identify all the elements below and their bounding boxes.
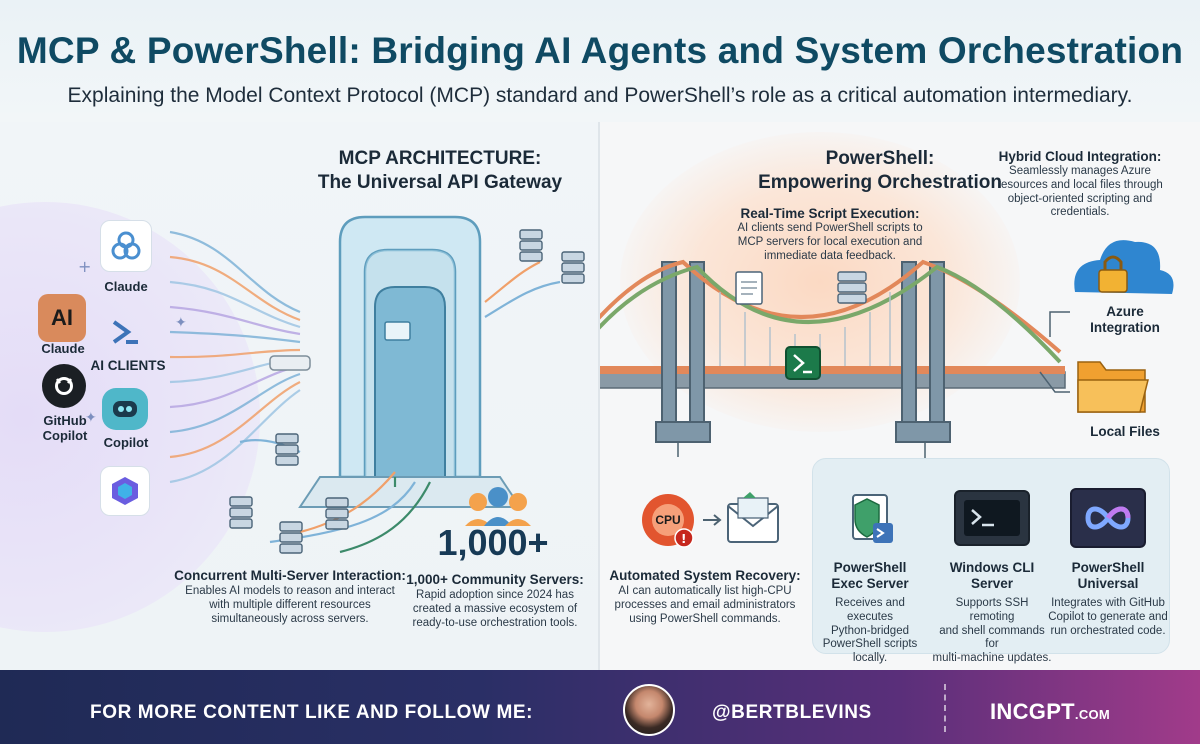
copilot-label: Copilot bbox=[103, 435, 149, 450]
brand-suffix: .COM bbox=[1074, 707, 1111, 722]
windows-cli-server-title: Windows CLI Server bbox=[935, 560, 1049, 591]
local-files-label: Local Files bbox=[1090, 424, 1160, 439]
powershell-section-title: PowerShell: Empowering Orchestration bbox=[750, 147, 1010, 195]
realtime-title: Real-Time Script Execution: bbox=[740, 206, 920, 221]
win-cli-text2: and shell commands for bbox=[939, 624, 1045, 651]
recovery-text: AI can automatically list high-CPU proce… bbox=[600, 585, 810, 626]
concurrent-text: Enables AI models to reason and interact… bbox=[170, 585, 410, 626]
github-icon bbox=[42, 364, 86, 408]
recovery-title: Automated System Recovery: bbox=[609, 568, 801, 583]
realtime-line2: MCP servers for local execution and bbox=[737, 235, 923, 248]
brand-name: INCGPT bbox=[990, 699, 1075, 724]
azure-integration-label: Azure Integration bbox=[1065, 304, 1185, 335]
ai-clients-label: AI CLIENTS bbox=[90, 358, 166, 373]
recovery-line3: using PowerShell commands. bbox=[629, 612, 781, 625]
ps-exec-text4: locally. bbox=[852, 652, 888, 665]
infinity-window-icon bbox=[1070, 488, 1146, 548]
svg-text:✦: ✦ bbox=[85, 410, 97, 426]
mcp-gateway-illustration: + ✦ ✦ bbox=[78, 215, 585, 554]
hybrid-line1: Seamlessly manages Azure bbox=[1009, 165, 1151, 177]
ps-exec-text2: Python-bridged bbox=[831, 624, 909, 637]
footer-banner bbox=[0, 670, 1200, 744]
win-cli-text1: Supports SSH remoting bbox=[955, 597, 1029, 623]
github-label-line2: Copilot bbox=[42, 427, 88, 443]
win-cli-text3: multi-machine updates. bbox=[932, 652, 1052, 665]
ps-exec-server-title: PowerShell Exec Server bbox=[815, 560, 925, 591]
ps-universal-text1: Integrates with GitHub bbox=[1051, 597, 1165, 609]
mcp-title-line2: The Universal API Gateway bbox=[317, 171, 563, 193]
community-text: Rapid adoption since 2024 has created a … bbox=[405, 589, 585, 630]
ps-universal-line1: PowerShell bbox=[1071, 560, 1145, 575]
hybrid-line4: credentials. bbox=[1050, 206, 1110, 219]
github-label-line1: GitHub bbox=[43, 413, 87, 428]
realtime-line1: AI clients send PowerShell scripts to bbox=[737, 222, 923, 234]
concurrent-line1: Enables AI models to reason and interact bbox=[185, 585, 395, 597]
ps-exec-text3: PowerShell scripts bbox=[822, 638, 918, 651]
hybrid-text: Seamlessly manages Azure resources and l… bbox=[975, 165, 1185, 220]
ps-universal-line2: Universal bbox=[1077, 575, 1139, 591]
follow-cta: FOR MORE CONTENT LIKE AND FOLLOW ME: bbox=[90, 702, 534, 723]
ps-exec-line1: PowerShell bbox=[833, 560, 907, 575]
hybrid-title: Hybrid Cloud Integration: bbox=[998, 149, 1162, 164]
author-avatar[interactable] bbox=[623, 684, 675, 736]
ps-universal-text3: run orchestrated code. bbox=[1050, 624, 1166, 637]
copilot-icon bbox=[102, 388, 148, 430]
claude-logo-icon bbox=[100, 220, 152, 272]
svg-text:✦: ✦ bbox=[175, 315, 187, 331]
realtime-text: AI clients send PowerShell scripts to MC… bbox=[705, 222, 955, 263]
concurrent-title: Concurrent Multi-Server Interaction: bbox=[174, 568, 406, 583]
powershell-icon bbox=[104, 310, 148, 354]
footer-divider bbox=[944, 684, 946, 732]
azure-line1: Azure bbox=[1106, 304, 1144, 319]
concurrent-line2: with multiple different resources bbox=[209, 598, 371, 611]
github-copilot-label: GitHub Copilot bbox=[30, 413, 100, 444]
cpu-icon: CPU bbox=[655, 513, 681, 527]
ps-exec-line2: Exec Server bbox=[831, 575, 909, 591]
page-subtitle: Explaining the Model Context Protocol (M… bbox=[67, 84, 1133, 107]
shield-document-icon bbox=[838, 488, 900, 550]
svg-text:!: ! bbox=[681, 532, 686, 546]
community-count: 1,000+ bbox=[437, 522, 549, 563]
microsoft-copilot-icon bbox=[100, 466, 150, 516]
ps-title-line2: Empowering Orchestration bbox=[758, 171, 1002, 193]
hybrid-line2: resources and local files through bbox=[997, 178, 1163, 191]
mcp-section-title: MCP ARCHITECTURE: The Universal API Gate… bbox=[300, 147, 580, 195]
realtime-line3: immediate data feedback. bbox=[764, 249, 896, 262]
ps-exec-server-text: Receives and executes Python-bridged Pow… bbox=[815, 597, 925, 666]
community-title: 1,000+ Community Servers: bbox=[406, 572, 584, 587]
ps-exec-text1: Receives and executes bbox=[835, 597, 905, 623]
mcp-title-line1: MCP ARCHITECTURE: bbox=[338, 148, 542, 169]
terminal-icon bbox=[954, 490, 1030, 546]
panel-divider bbox=[598, 122, 600, 670]
mcp-architecture-panel: + ✦ ✦ MCP ARCHITECTURE: The Universal AP… bbox=[0, 122, 600, 670]
ai-glyph: AI bbox=[51, 305, 73, 330]
anthropic-ai-icon: AI bbox=[38, 294, 86, 342]
ps-title-line1: PowerShell: bbox=[825, 148, 935, 169]
community-line2: created a massive ecosystem of bbox=[412, 602, 578, 615]
recovery-line1: AI can automatically list high-CPU bbox=[618, 585, 792, 597]
svg-text:+: + bbox=[78, 257, 91, 276]
page-title: MCP & PowerShell: Bridging AI Agents and… bbox=[16, 30, 1184, 71]
claude-label-top: Claude bbox=[104, 279, 148, 294]
azure-line2: Integration bbox=[1090, 319, 1160, 335]
claude-label-left: Claude bbox=[41, 341, 85, 356]
header: MCP & PowerShell: Bridging AI Agents and… bbox=[0, 0, 1200, 122]
ps-universal-title: PowerShell Universal bbox=[1055, 560, 1161, 591]
community-line3: ready-to-use orchestration tools. bbox=[412, 616, 578, 629]
author-handle-link[interactable]: @BERTBLEVINS bbox=[712, 702, 872, 723]
brand-link[interactable]: INCGPT.COM bbox=[990, 699, 1110, 725]
win-cli-line1: Windows CLI bbox=[949, 560, 1035, 575]
concurrent-line3: simultaneously across servers. bbox=[211, 612, 369, 625]
win-cli-line2: Server bbox=[970, 575, 1014, 591]
hybrid-line3: object-oriented scripting and bbox=[1007, 192, 1153, 205]
ps-universal-text2: Copilot to generate and bbox=[1048, 610, 1168, 623]
community-line1: Rapid adoption since 2024 has bbox=[416, 589, 574, 601]
windows-cli-server-text: Supports SSH remoting and shell commands… bbox=[932, 597, 1052, 666]
ps-universal-text: Integrates with GitHub Copilot to genera… bbox=[1048, 597, 1168, 638]
recovery-line2: processes and email administrators bbox=[614, 598, 796, 611]
